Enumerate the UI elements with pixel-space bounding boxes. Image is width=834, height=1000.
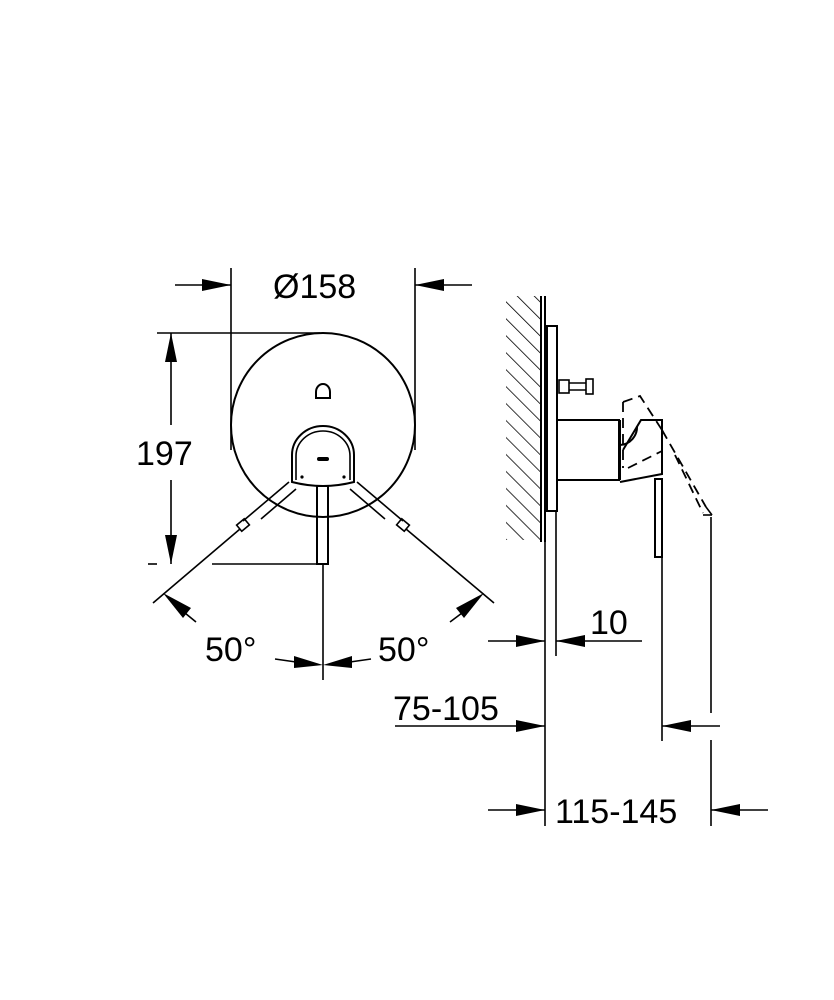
lever-rotated-left	[152, 481, 297, 604]
handle-body-profile	[557, 419, 663, 558]
total-depth-dimension: 115-145	[488, 793, 768, 831]
angle-dimension: 50° 50°	[163, 564, 484, 680]
diverter-knob-profile	[558, 378, 594, 395]
left-angle-label: 50°	[205, 631, 256, 669]
handle-hub	[291, 425, 355, 487]
side-view: 10 75-105 115-145	[393, 296, 768, 831]
handle-lever	[316, 485, 329, 565]
wall-depth-label: 75-105	[393, 690, 499, 728]
right-angle-label: 50°	[378, 631, 429, 669]
wall-hatching	[506, 296, 542, 540]
offset-label: 10	[590, 604, 628, 642]
diverter-button	[315, 383, 331, 399]
height-label: 197	[136, 435, 193, 473]
total-depth-label: 115-145	[555, 793, 677, 831]
offset-dimension: 10	[488, 604, 642, 647]
lever-rotated-right	[349, 481, 495, 604]
side-lever	[654, 478, 663, 558]
handle-indicator	[317, 457, 329, 461]
front-view: Ø158 197	[136, 268, 495, 680]
wall-depth-dimension: 75-105	[393, 690, 720, 732]
cover-plate	[230, 332, 416, 518]
diameter-dimension: Ø158	[175, 268, 472, 450]
height-dimension: 197	[136, 332, 327, 565]
handle-rotated-ghost	[622, 394, 713, 516]
diameter-label: Ø158	[273, 268, 356, 306]
cover-plate-profile	[546, 325, 558, 512]
